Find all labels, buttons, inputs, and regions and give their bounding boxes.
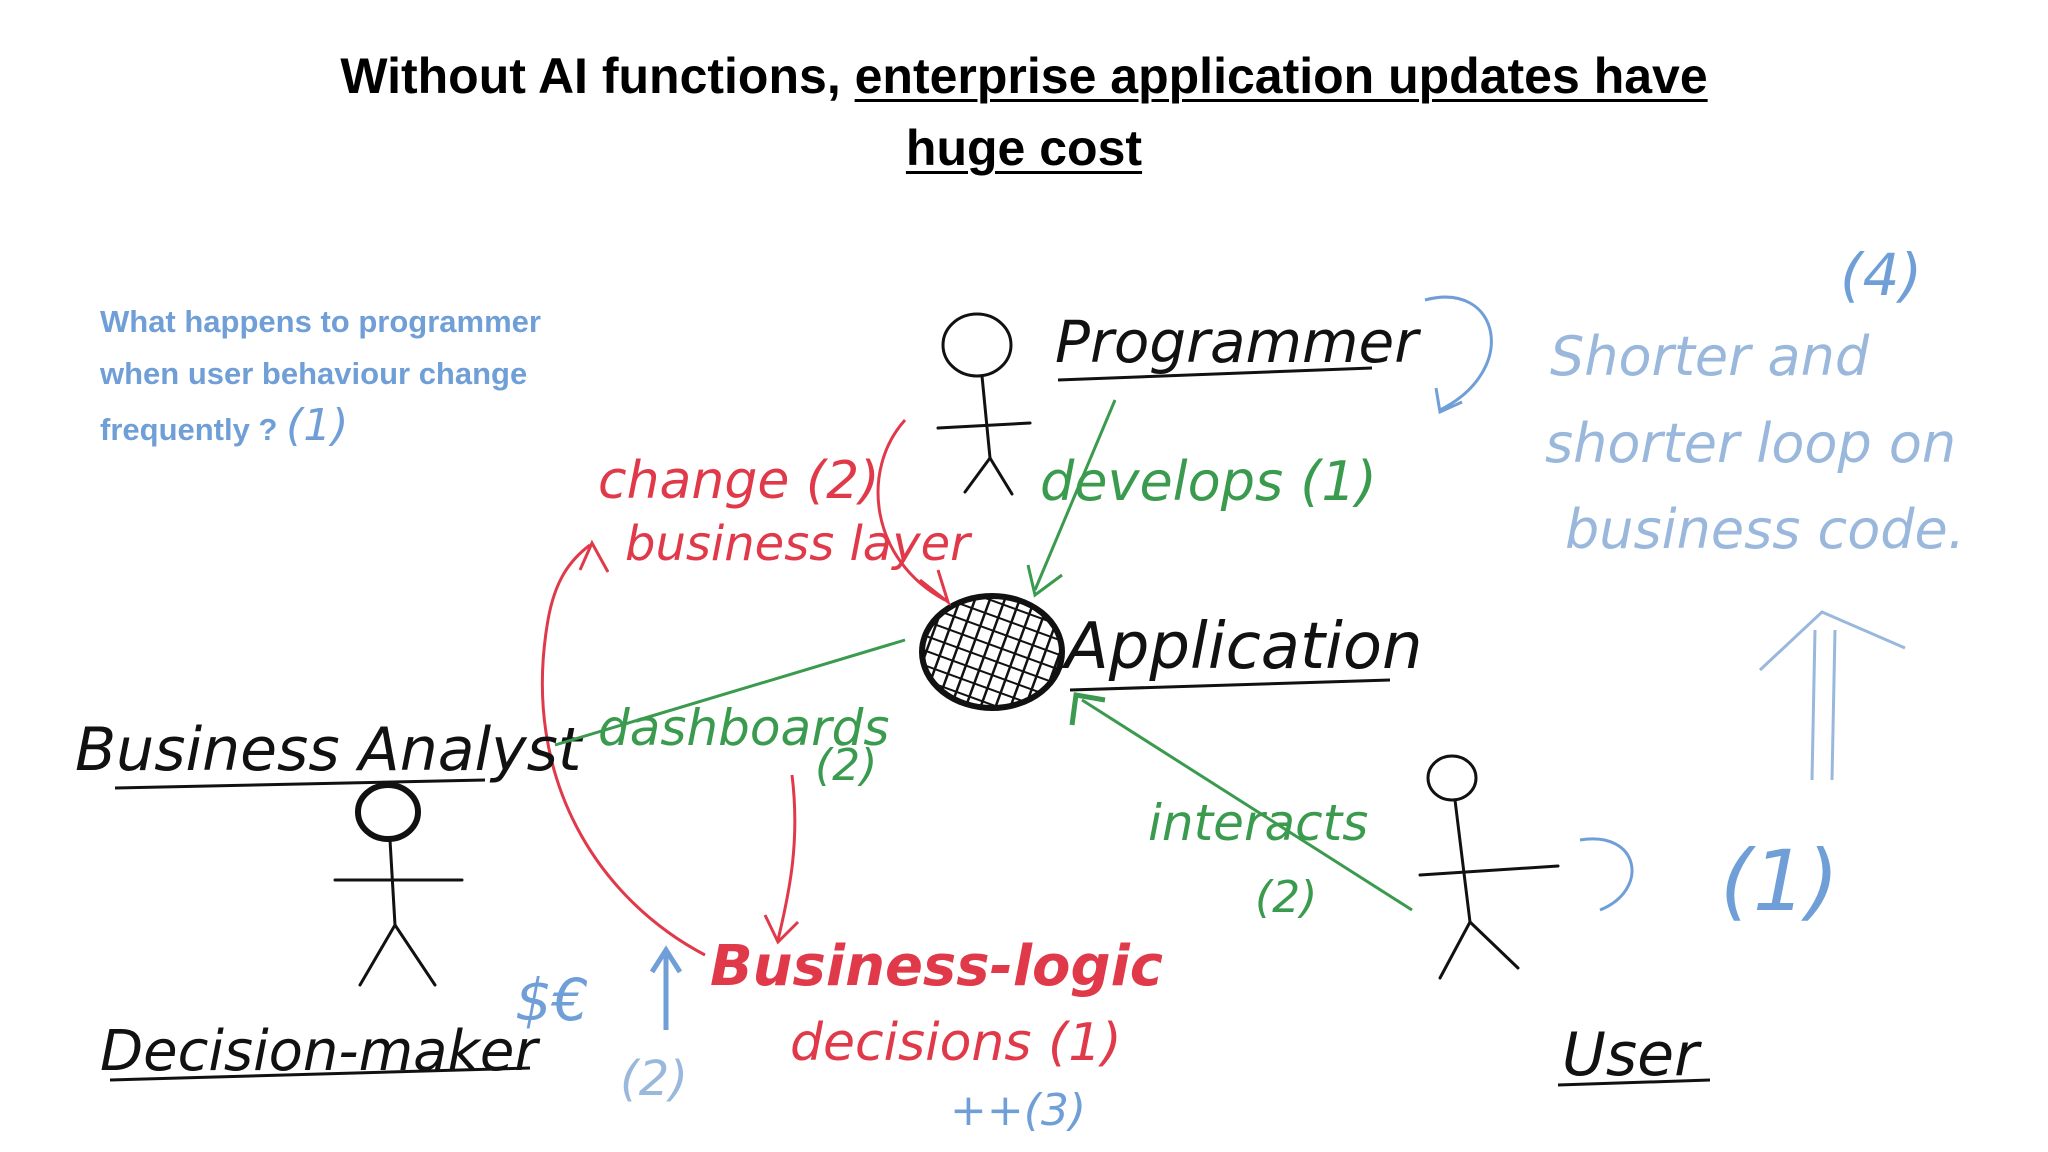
user-underline	[1557, 1078, 1711, 1087]
application-underline	[1069, 678, 1391, 692]
programmer-figure	[936, 312, 1032, 496]
user-step: (1)	[1720, 832, 1839, 930]
change-arrow	[876, 418, 946, 602]
title-separator: ,	[826, 48, 855, 104]
money-label: $€	[515, 966, 589, 1034]
question-line-1: What happens to programmer	[100, 304, 541, 339]
dashboards-line	[554, 638, 906, 747]
dashboards-step: (2)	[815, 740, 877, 791]
decision-maker-figure	[333, 782, 464, 987]
feedback-loop-arrowhead	[578, 539, 610, 573]
business-layer-label: business layer	[625, 516, 973, 572]
programmer-label: Programmer	[1055, 308, 1421, 376]
decisions-label: decisions (1)	[790, 1013, 1122, 1073]
money-step: (2)	[620, 1051, 688, 1107]
loop-step: (4)	[1840, 241, 1922, 309]
loop-line-1: Shorter and	[1550, 325, 1870, 388]
interacts-step: (2)	[1255, 872, 1317, 923]
dashboards-label: dashboards	[598, 699, 889, 757]
title-part-1: Without AI functions	[340, 48, 827, 104]
slide-title: Without AI functions, enterprise applica…	[0, 40, 2048, 184]
feedback-loop-arrow	[540, 543, 706, 957]
loop-line-2: shorter loop on	[1545, 412, 1956, 475]
interacts-arrow	[1081, 698, 1413, 912]
business-logic-label: Business-logic	[710, 934, 1163, 999]
question-line-2: when user behaviour change	[100, 356, 528, 391]
user-loop-icon	[1579, 837, 1634, 912]
develops-arrow	[1033, 399, 1117, 591]
up-arrow-shaft-2	[1830, 629, 1837, 781]
application-label: Application	[1061, 610, 1423, 684]
title-part-2: enterprise application updates have	[854, 48, 1708, 104]
business-analyst-underline	[114, 778, 486, 790]
programmer-underline	[1057, 366, 1373, 382]
question-note: What happens to programmer when user beh…	[100, 296, 660, 456]
interacts-arrowhead	[1069, 692, 1106, 726]
application-globe-icon	[919, 593, 1065, 711]
business-analyst-label: Business Analyst	[75, 715, 584, 785]
title-part-3: huge cost	[905, 120, 1143, 176]
develops-arrowhead	[1026, 564, 1063, 598]
user-label: User	[1562, 1020, 1702, 1090]
develops-label: develops (1)	[1040, 450, 1377, 513]
change-label: change (2)	[598, 451, 880, 511]
user-figure	[1418, 754, 1560, 980]
dashboards-to-logic-arrowhead	[763, 914, 800, 945]
decision-maker-underline	[109, 1066, 531, 1082]
loop-line-3: business code.	[1565, 498, 1965, 561]
up-arrow-shaft-1	[1810, 629, 1817, 781]
programmer-loop-icon	[1424, 295, 1493, 412]
plusplus-label: ++(3)	[950, 1085, 1086, 1136]
dashboards-to-logic-arrow	[776, 774, 797, 941]
question-step: (1)	[286, 400, 349, 451]
interacts-label: interacts	[1148, 794, 1368, 852]
money-arrowhead	[649, 945, 683, 974]
change-arrowhead	[919, 569, 951, 607]
question-line-3: frequently ? (1)	[100, 400, 349, 451]
up-arrow-head	[1758, 610, 1906, 672]
programmer-loop-arrowhead	[1434, 387, 1463, 415]
